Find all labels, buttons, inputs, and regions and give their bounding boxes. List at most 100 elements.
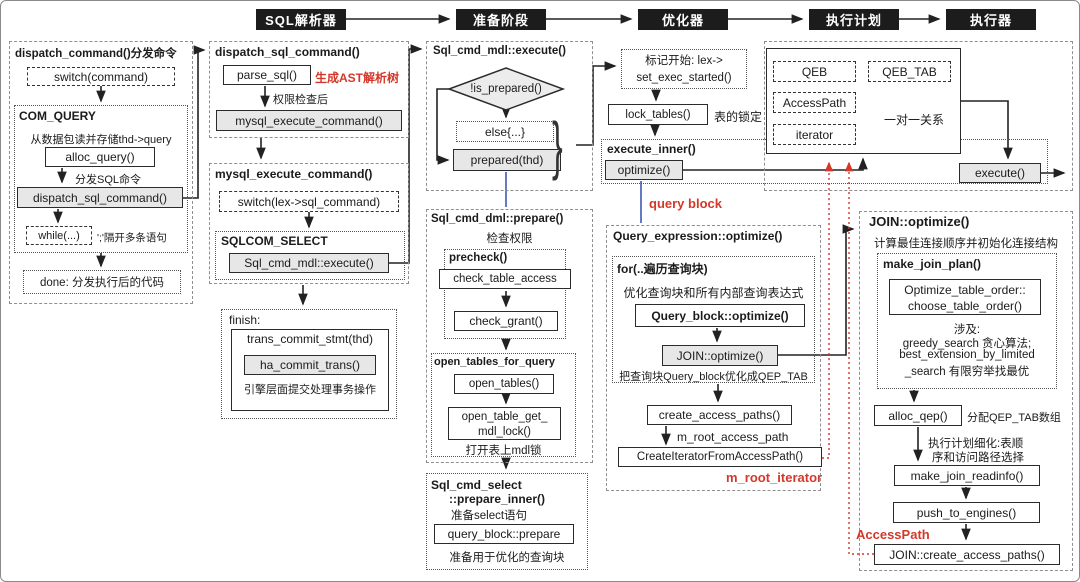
- stage-executor: 执行器: [946, 9, 1036, 30]
- lock-tables-box: lock_tables(): [608, 104, 708, 125]
- mark-start-line2: set_exec_started(): [636, 72, 732, 84]
- ha-commit-trans-box: ha_commit_trans(): [244, 355, 376, 375]
- stage-label: 执行计划: [825, 13, 882, 28]
- dispatch-command-title: dispatch_command()分发命令: [15, 48, 177, 60]
- m-root-iterator-label: m_root_iterator: [726, 470, 823, 485]
- iterator-box: iterator: [773, 124, 856, 145]
- stage-exec-plan: 执行计划: [809, 9, 899, 30]
- alloc-qep-box: alloc_qep(): [874, 405, 962, 426]
- for-loop-desc: 优化查询块和所有内部查询表达式: [623, 286, 804, 300]
- alloc-query-box: alloc_query(): [45, 147, 155, 167]
- stage-label: SQL解析器: [265, 13, 337, 28]
- while-box: while(...): [26, 226, 92, 245]
- dispatch-sql-command-fn-title: dispatch_sql_command(): [215, 45, 360, 59]
- mark-start-box: 标记开始: lex-> set_exec_started(): [621, 49, 747, 89]
- sql-cmd-select-title2: ::prepare_inner(): [449, 492, 546, 506]
- check-table-access-box: check_table_access: [439, 269, 571, 289]
- m-root-access-path-label: m_root_access_path: [677, 430, 789, 444]
- switch-lex-box: switch(lex->sql_command): [219, 191, 399, 212]
- perm-check-label: 权限检查后: [273, 94, 328, 106]
- for-loop-box: [612, 256, 815, 383]
- execute-inner-title: execute_inner(): [607, 142, 696, 156]
- join-optimize-fn-title: JOIN::optimize(): [869, 214, 970, 229]
- lock-tables-note: 表的锁定: [714, 110, 763, 124]
- prepared-thd-box: prepared(thd): [453, 149, 561, 171]
- stage-sql-parser: SQL解析器: [256, 9, 346, 30]
- greedy-label: greedy_search 贪心算法;: [902, 338, 1032, 350]
- optimize-table-order-box: Optimize_table_order:: choose_table_orde…: [889, 279, 1041, 315]
- stage-label: 准备阶段: [472, 13, 529, 28]
- sql-cmd-mdl-execute-box: Sql_cmd_mdl::execute(): [229, 253, 389, 273]
- done-box: done: 分发执行后的代码: [23, 270, 181, 294]
- query-expression-optimize-title: Query_expression::optimize(): [613, 229, 783, 243]
- engine-note: 引擎层面提交处理事务操作: [244, 384, 376, 396]
- make-join-plan-title: make_join_plan(): [883, 257, 982, 271]
- sql-cmd-select-box: [426, 473, 588, 570]
- optimize-table-order-line2: choose_table_order(): [907, 299, 1023, 313]
- check-grant-box: check_grant(): [454, 311, 558, 331]
- for-loop-note: 把查询块Query_block优化成QEP_TAB: [619, 371, 808, 383]
- refine-note-line2: 序和访问路径选择: [932, 452, 1024, 464]
- create-access-paths-box: create_access_paths(): [647, 405, 792, 425]
- brace: }: [552, 109, 563, 181]
- dispatch-sql-command-box: dispatch_sql_command(): [17, 187, 183, 208]
- precheck-box: [444, 249, 566, 339]
- optimize-box: optimize(): [605, 160, 683, 180]
- open-table-get-mdl-lock-box: open_table_get_ mdl_lock(): [448, 407, 561, 440]
- sqlcom-select-box: [215, 231, 405, 280]
- sql-cmd-mdl-execute-fn-title: Sql_cmd_mdl::execute(): [433, 45, 566, 57]
- sql-cmd-dml-prepare-title: Sql_cmd_dml::prepare(): [431, 213, 564, 225]
- mdl-note: 打开表上mdl锁: [465, 445, 542, 457]
- join-optimize-desc: 计算最佳连接顺序并初始化连接结构: [874, 238, 1058, 250]
- best-ext-label2: _search 有限穷举找最优: [904, 366, 1030, 378]
- ast-note: 生成AST解析树: [315, 71, 400, 85]
- query-block-optimize-box: Query_block::optimize(): [635, 304, 805, 327]
- while-note: ';'隔开多条语句: [97, 232, 167, 244]
- alloc-qep-note: 分配QEP_TAB数组: [967, 412, 1061, 424]
- make-join-plan-box: [877, 253, 1057, 389]
- mdl-line1: open_table_get_: [461, 411, 548, 423]
- finish-box: [221, 309, 397, 419]
- is-prepared-diamond: !is_prepared(): [470, 83, 542, 95]
- access-path-box: AccessPath: [773, 92, 856, 113]
- involve-label: 涉及:: [953, 324, 981, 336]
- switch-command-box: switch(command): [27, 67, 175, 86]
- dispatch-command-box: [9, 41, 193, 304]
- stage-prepare: 准备阶段: [456, 9, 546, 30]
- trans-commit-label: trans_commit_stmt(thd): [246, 332, 374, 346]
- execute-box: execute(): [959, 163, 1041, 183]
- sqlcom-select-title: SQLCOM_SELECT: [221, 234, 328, 248]
- else-box: else{...}: [456, 121, 554, 142]
- check-perm-label: 检查权限: [486, 233, 533, 245]
- sql-cmd-mdl-execute-fn-box: [426, 41, 593, 191]
- stage-optimizer: 优化器: [638, 9, 728, 30]
- com-query-box: [14, 105, 188, 253]
- open-tables-for-query-box: [431, 353, 576, 457]
- mysql-execute-command-fn-box: [209, 163, 409, 284]
- mysql-execute-command-box: mysql_execute_command(): [216, 110, 402, 131]
- query-block-prepare-box: query_block::prepare: [434, 524, 574, 544]
- best-ext-label1: best_extension_by_limited: [899, 349, 1035, 361]
- qeb-tab-box: QEB_TAB: [868, 61, 951, 82]
- access-path-label: AccessPath: [856, 527, 930, 542]
- create-iterator-box: CreateIteratorFromAccessPath(): [618, 447, 822, 467]
- push-to-engines-box: push_to_engines(): [893, 502, 1040, 523]
- query-block-note: 准备用于优化的查询块: [449, 552, 565, 564]
- sql-cmd-select-title1: Sql_cmd_select: [431, 478, 522, 492]
- join-create-access-paths-box: JOIN::create_access_paths(): [874, 544, 1060, 565]
- com-query-title: COM_QUERY: [19, 109, 96, 123]
- stage-label: 优化器: [661, 13, 704, 28]
- precheck-title: precheck(): [449, 252, 508, 264]
- optimize-table-order-line1: Optimize_table_order::: [904, 283, 1026, 297]
- dispatch-sql-label: 分发SQL命令: [75, 174, 142, 186]
- mdl-line2: mdl_lock(): [477, 426, 532, 438]
- mysql-execute-command-fn-title: mysql_execute_command(): [215, 167, 373, 181]
- sql-cmd-dml-prepare-box: [426, 209, 593, 463]
- stage-label: 执行器: [969, 13, 1012, 28]
- plan-region-box: [764, 41, 1073, 191]
- finish-label: finish:: [229, 313, 261, 327]
- one-to-one-label: 一对一关系: [884, 113, 945, 127]
- make-join-readinfo-box: make_join_readinfo(): [894, 465, 1040, 486]
- open-tables-box: open_tables(): [454, 374, 554, 394]
